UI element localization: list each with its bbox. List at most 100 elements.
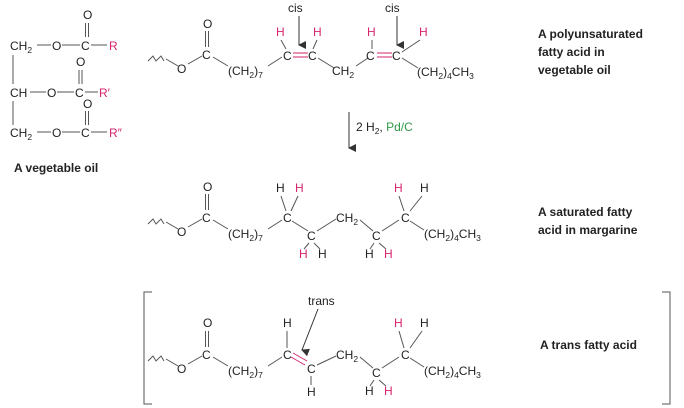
sat-ch2-7-chain: (CH2)7 bbox=[228, 227, 263, 243]
trans-h3a: H bbox=[365, 384, 374, 398]
trans-bond-ch2-c3 bbox=[359, 356, 374, 369]
pufa-bond-squiggle-o bbox=[165, 58, 179, 67]
oil-row1-oxygen: O bbox=[52, 39, 61, 53]
sat-h1a: H bbox=[276, 181, 285, 195]
attachment-squiggle-3 bbox=[147, 355, 165, 362]
pufa-ester-oxygen: O bbox=[177, 62, 186, 76]
sat-carbon-4: C bbox=[401, 211, 410, 225]
sat-tail: (CH2)4CH3 bbox=[424, 227, 481, 243]
oil-row2-carbonyl-oxygen: O bbox=[76, 55, 85, 69]
pufa-bond-o-c bbox=[187, 55, 203, 65]
trans-bond-c3-c4 bbox=[381, 356, 400, 369]
sat-carbon-2: C bbox=[307, 229, 316, 243]
oil-row1-carbon: C bbox=[81, 39, 90, 53]
oil-row3-r-group: R″ bbox=[109, 126, 123, 140]
sat-bond-c4-tail bbox=[409, 220, 425, 231]
pufa-h1: H bbox=[276, 25, 285, 39]
saturated-fatty-acid: O C O (CH2)7 C H H C H H CH2 C H H C H H… bbox=[147, 180, 638, 261]
pufa-bond-h2 bbox=[312, 39, 318, 50]
polyunsaturated-label-line1: A polyunsaturated bbox=[538, 27, 643, 41]
sat-bond-squiggle-o bbox=[165, 221, 179, 230]
sat-h1b: H bbox=[295, 181, 304, 195]
trans-bond-c4-tail bbox=[409, 357, 425, 368]
sat-h3b: H bbox=[384, 247, 393, 261]
trans-double-bond-a bbox=[292, 352, 308, 362]
trans-carbonyl-carbon: C bbox=[202, 348, 211, 362]
sat-carbonyl-oxygen: O bbox=[203, 180, 212, 194]
pufa-bond-c2-ch2 bbox=[317, 57, 335, 69]
trans-h3b: H bbox=[384, 384, 393, 398]
trans-ester-oxygen: O bbox=[177, 362, 186, 376]
trans-carbon-4: C bbox=[401, 348, 410, 362]
pufa-ch2-7-chain: (CH2)7 bbox=[228, 64, 263, 80]
attachment-squiggle-2 bbox=[147, 218, 165, 225]
sat-bond-h4b bbox=[409, 195, 423, 212]
sat-methylene: CH2 bbox=[336, 211, 358, 227]
pufa-bond-c4-tail bbox=[401, 57, 419, 69]
sat-bond-h3b bbox=[378, 242, 387, 250]
trans-double-bond-b bbox=[290, 356, 306, 366]
sat-bond-c2-ch2 bbox=[316, 218, 337, 232]
trans-tail: (CH2)4CH3 bbox=[424, 364, 481, 380]
pufa-methylene: CH2 bbox=[332, 64, 354, 80]
oil-row2-r-group: R′ bbox=[99, 86, 111, 100]
trans-fatty-acid-label: A trans fatty acid bbox=[540, 338, 637, 352]
pufa-alkene-c2: C bbox=[308, 49, 317, 63]
trans-bond-h4a bbox=[398, 330, 405, 349]
oil-row1-carbonyl-oxygen: O bbox=[83, 8, 92, 22]
trans-h2: H bbox=[307, 385, 316, 399]
sat-bond-o-c bbox=[187, 218, 203, 228]
trans-bond-h3b bbox=[378, 379, 387, 387]
trans-carbonyl-oxygen: O bbox=[203, 316, 212, 330]
attachment-squiggle-1 bbox=[147, 55, 165, 62]
saturated-label-line2: acid in margarine bbox=[538, 223, 638, 237]
reagent-label: 2 H2, Pd/C bbox=[356, 120, 413, 136]
sat-bond-h1b bbox=[290, 195, 299, 212]
trans-bond-squiggle-o bbox=[165, 358, 179, 367]
pufa-h4: H bbox=[419, 25, 428, 39]
trans-h4b: H bbox=[420, 316, 429, 330]
trans-alkene-c2: C bbox=[307, 362, 316, 376]
pufa-h3: H bbox=[367, 25, 376, 39]
pufa-alkene-c1: C bbox=[283, 49, 292, 63]
trans-alkene-c1: C bbox=[283, 348, 292, 362]
sat-bond-h1a bbox=[280, 195, 287, 212]
sat-bond-h2b bbox=[313, 242, 321, 250]
sat-ester-oxygen: O bbox=[177, 225, 186, 239]
trans-bond-h3a bbox=[369, 379, 375, 387]
cis-label-right: cis bbox=[385, 1, 400, 15]
oil-row2-ch: CH bbox=[10, 86, 27, 100]
trans-h4a: H bbox=[394, 316, 403, 330]
trans-bond-h4b bbox=[409, 330, 423, 349]
sat-bond-h4a bbox=[398, 195, 405, 212]
pufa-bond-h1 bbox=[280, 39, 287, 50]
pufa-bond-ch2-c3 bbox=[355, 57, 369, 67]
hydrogenation-step: 2 H2, Pd/C bbox=[348, 112, 413, 152]
polyunsaturated-label-line3: vegetable oil bbox=[538, 63, 611, 77]
left-bracket bbox=[143, 291, 152, 405]
oil-row2-oxygen: O bbox=[47, 86, 56, 100]
trans-arrow bbox=[301, 308, 319, 357]
pufa-alkene-c3: C bbox=[366, 49, 375, 63]
trans-bond-chain-c1 bbox=[267, 356, 283, 367]
sat-bond-c3-c4 bbox=[381, 219, 400, 232]
oil-row3-ch2: CH2 bbox=[10, 126, 32, 142]
oil-row3-oxygen: O bbox=[52, 126, 61, 140]
trans-bond-c-ch2n bbox=[212, 356, 229, 367]
pufa-alkene-c4: C bbox=[392, 49, 401, 63]
oil-row3-carbonyl-oxygen: O bbox=[83, 97, 92, 111]
pufa-tail: (CH2)4CH3 bbox=[417, 65, 474, 81]
pufa-h2: H bbox=[313, 25, 322, 39]
oil-row3-carbon: C bbox=[81, 126, 90, 140]
sat-bond-h2a bbox=[303, 242, 310, 250]
sat-carbon-1: C bbox=[283, 211, 292, 225]
trans-annotation-label: trans bbox=[308, 294, 335, 308]
trans-h1: H bbox=[283, 316, 292, 330]
pufa-bond-h4 bbox=[401, 39, 421, 53]
sat-bond-h3a bbox=[369, 242, 375, 250]
trans-carbon-3: C bbox=[372, 366, 381, 380]
pufa-bond-c-ch2n bbox=[212, 56, 229, 67]
sat-h2b: H bbox=[318, 247, 327, 261]
trans-fatty-acid: O C O (CH2)7 C H C H CH2 C H H C H H (CH… bbox=[143, 291, 671, 405]
